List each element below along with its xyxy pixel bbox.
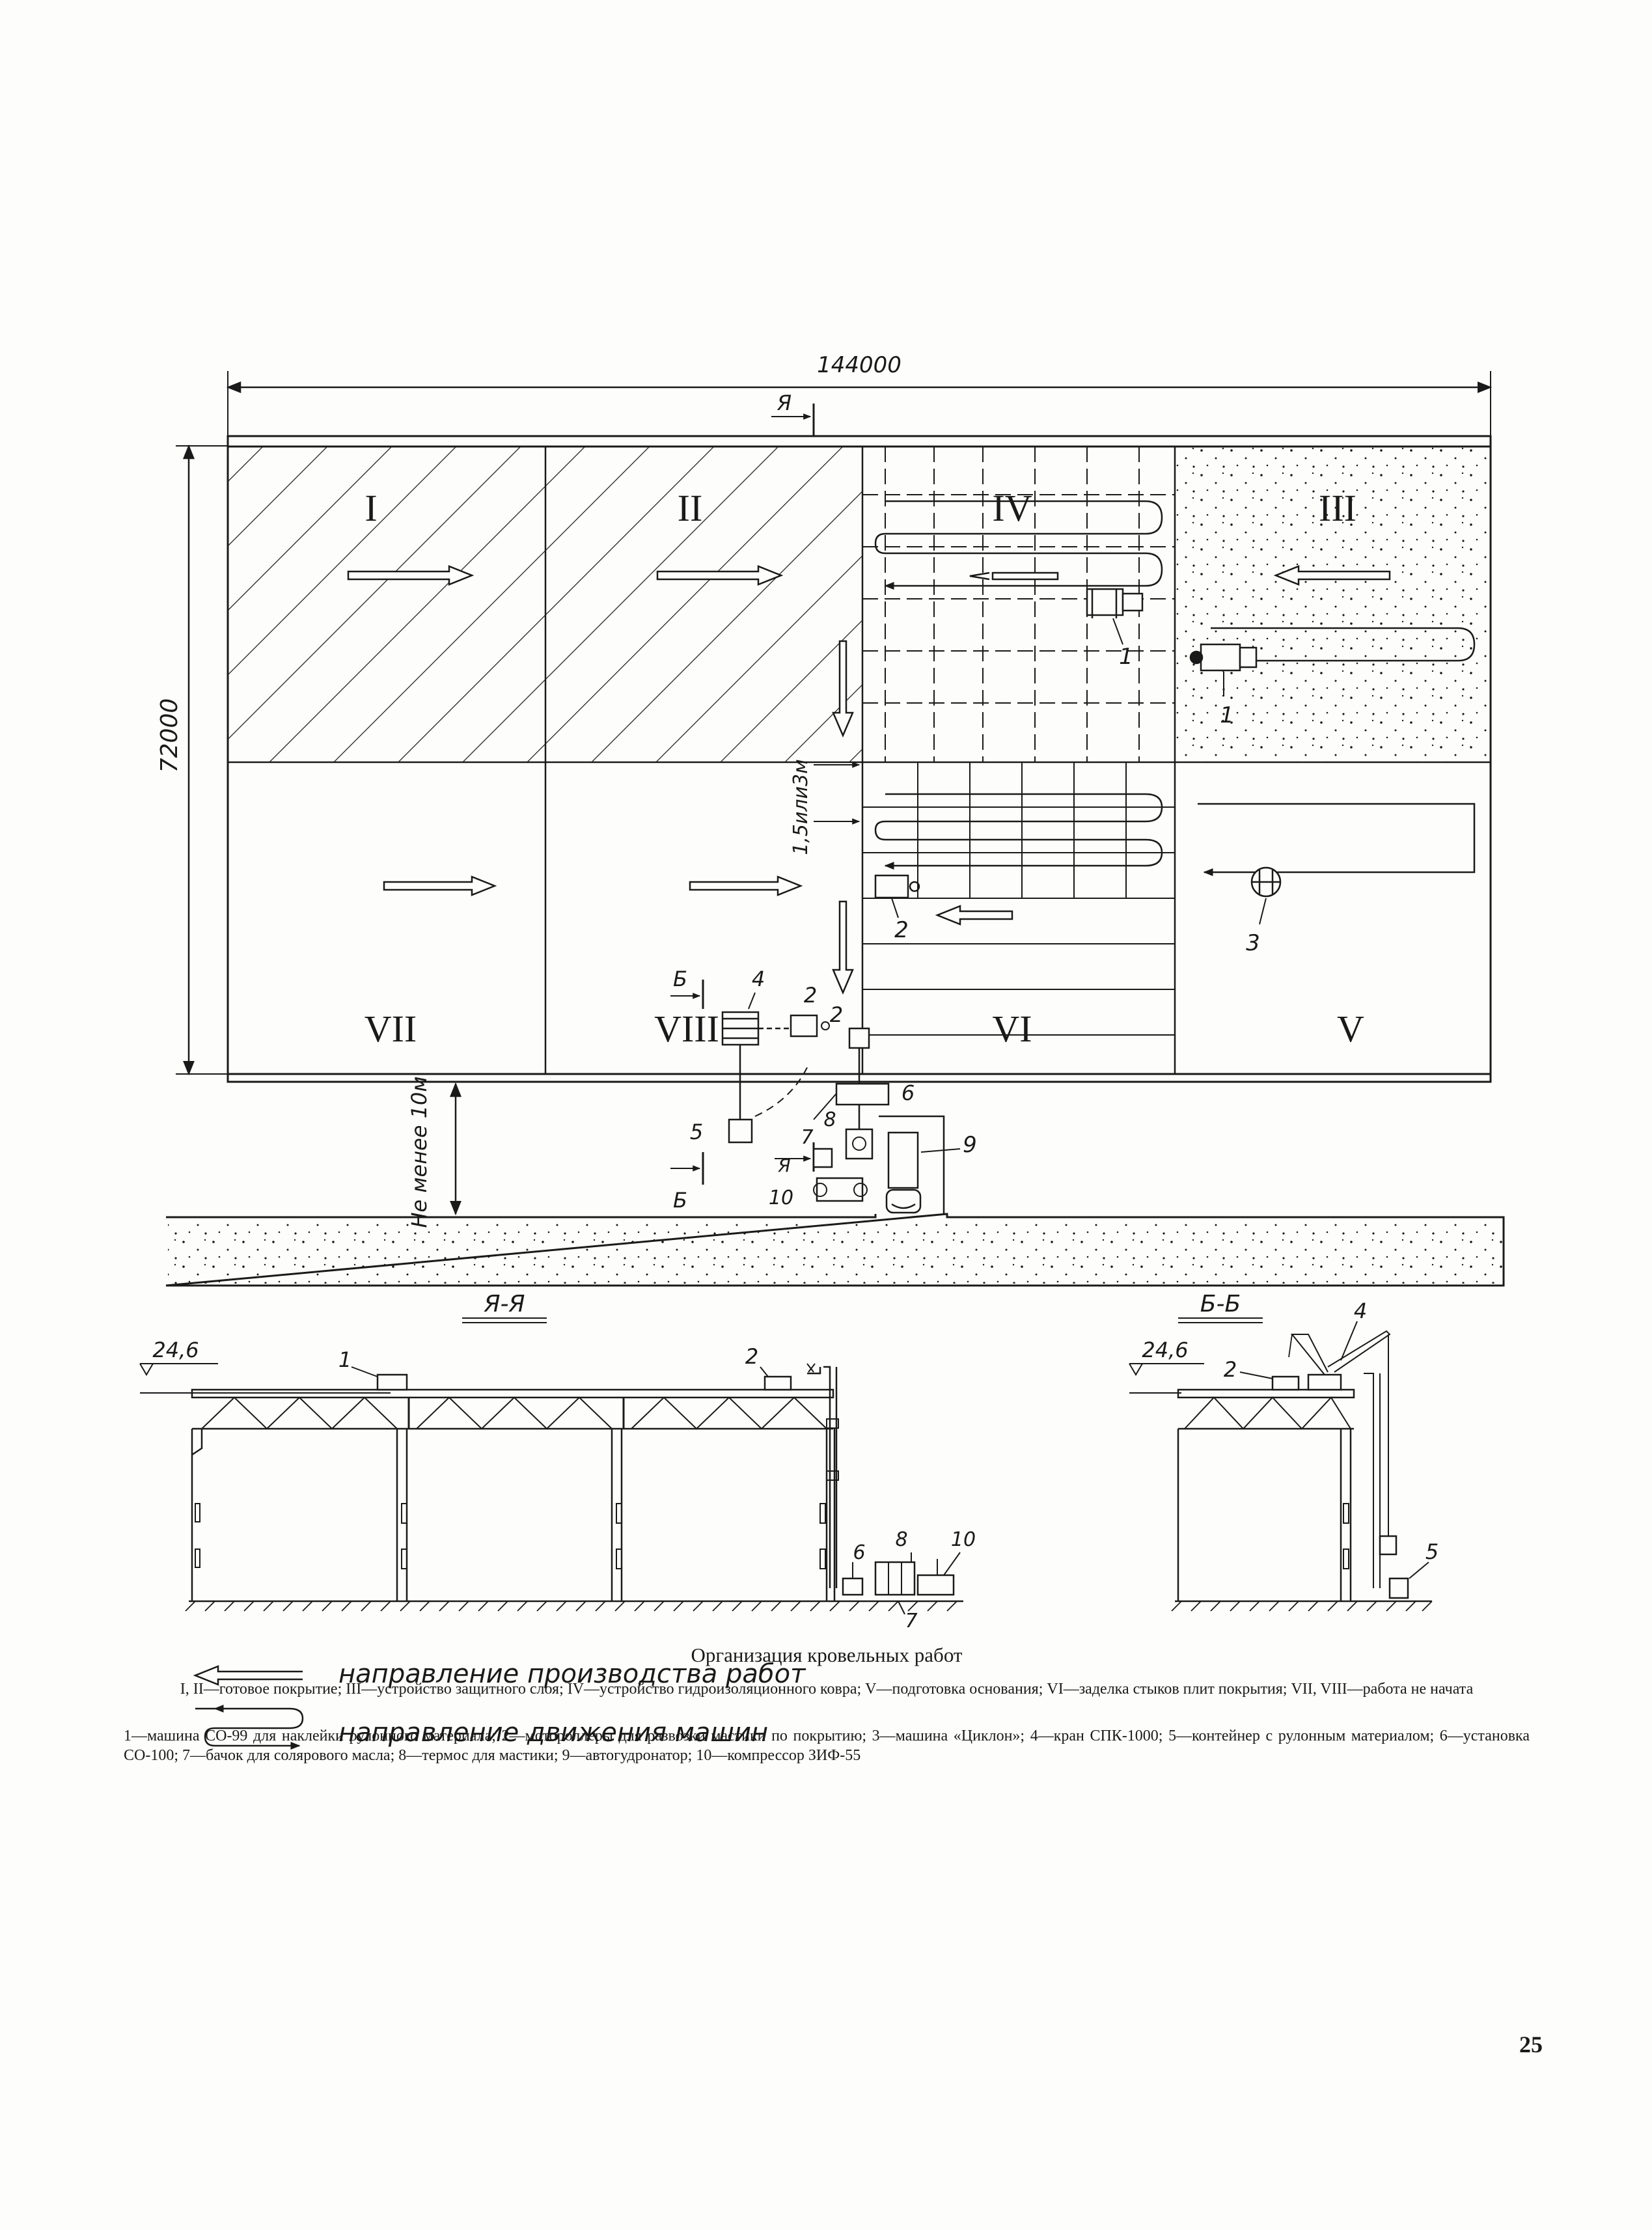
plan-label-1a: 1 bbox=[1119, 644, 1133, 670]
zone-label-I: I bbox=[365, 487, 377, 529]
legend-machine-direction-label: направление движения машин bbox=[338, 1718, 768, 1748]
asphalt-distributor bbox=[885, 1131, 922, 1214]
plan-label-1b: 1 bbox=[1220, 702, 1234, 728]
plan-label-2: 2 bbox=[894, 917, 909, 943]
scooter-vi bbox=[874, 874, 920, 899]
mastic-thermos bbox=[845, 1128, 874, 1160]
section-a-level: 24,6 bbox=[152, 1338, 199, 1362]
legend-work-direction-icon bbox=[193, 1665, 303, 1686]
gap-dimension: Не менее 10м bbox=[407, 1076, 461, 1228]
section-b-title: Б-Б bbox=[1200, 1291, 1241, 1317]
section-a-label-6: 6 bbox=[853, 1541, 865, 1564]
section-mark-b-top: Б bbox=[673, 967, 687, 991]
section-mark-a-label: Я bbox=[777, 391, 792, 415]
plan-label-9: 9 bbox=[963, 1132, 977, 1158]
plan-label-4: 4 bbox=[752, 967, 765, 991]
machine-so-99-iv bbox=[1086, 588, 1144, 618]
zone-label-IV: IV bbox=[992, 487, 1032, 529]
crane-spk-1000 bbox=[721, 1011, 791, 1120]
container-5 bbox=[728, 1118, 753, 1144]
plan-label-3: 3 bbox=[1246, 930, 1260, 956]
access-loop bbox=[879, 1115, 945, 1214]
scooter-roof-edge bbox=[790, 1014, 818, 1038]
plan-label-7: 7 bbox=[801, 1126, 813, 1149]
section-a-label-8: 8 bbox=[895, 1528, 907, 1551]
zone-label-VI: VI bbox=[992, 1008, 1032, 1050]
width-dimension-label: 72000 bbox=[156, 698, 183, 773]
section-b-b: Б-Б 24,6 2 4 5 bbox=[1129, 1291, 1439, 1612]
machine-routes bbox=[874, 500, 1476, 876]
step-dimension: 1,5или3м bbox=[790, 759, 860, 855]
section-mark-b: Б Б bbox=[670, 967, 704, 1213]
width-dimension: 72000 bbox=[156, 444, 228, 1076]
parapet-top bbox=[227, 435, 1492, 448]
zone-label-VII: VII bbox=[365, 1008, 417, 1050]
section-mark-a-top: Я bbox=[771, 391, 815, 436]
machine-so-99-iii bbox=[1189, 643, 1258, 672]
caption-machines: 1—машина СО-99 для наклейки рулонного ма… bbox=[124, 1728, 1530, 1764]
section-a-a: Я-Я 24,6 1 2 bbox=[139, 1291, 976, 1632]
plan-label-6: 6 bbox=[902, 1081, 915, 1105]
access-road bbox=[165, 1213, 1505, 1287]
legend-work-direction-label: направление производства работ bbox=[338, 1659, 806, 1689]
caption-title: Организация кровельных работ bbox=[691, 1644, 963, 1666]
length-dimension: 144000 bbox=[226, 352, 1493, 443]
plan-label-2c: 2 bbox=[830, 1002, 843, 1027]
zone-label-VIII: VIII bbox=[654, 1008, 719, 1050]
plan-label-2b: 2 bbox=[804, 983, 817, 1008]
zone-VI-grid bbox=[862, 762, 1175, 1036]
section-b-label-2: 2 bbox=[1224, 1357, 1237, 1382]
zone-dots-III bbox=[1175, 447, 1491, 762]
caption-zones: I, II—готовое покрытие; III—устройство з… bbox=[180, 1681, 1474, 1698]
section-mark-b-bottom: Б bbox=[673, 1188, 687, 1213]
gap-dimension-label: Не менее 10м bbox=[407, 1076, 432, 1228]
plan-label-5: 5 bbox=[690, 1120, 703, 1144]
section-a-label-2: 2 bbox=[745, 1344, 758, 1369]
section-a-label-1: 1 bbox=[338, 1347, 351, 1372]
zone-IV-grid bbox=[862, 447, 1175, 762]
step-dimension-label: 1,5или3м bbox=[790, 759, 812, 855]
section-b-level: 24,6 bbox=[1142, 1338, 1188, 1362]
machine-cyclone bbox=[1250, 866, 1282, 898]
length-dimension-label: 144000 bbox=[817, 352, 902, 378]
hoist-head bbox=[848, 1027, 870, 1049]
legend: направление производства работ направлен… bbox=[193, 1659, 806, 1750]
section-b-label-4: 4 bbox=[1354, 1299, 1367, 1323]
oil-tank bbox=[812, 1148, 833, 1168]
compressor bbox=[816, 1177, 864, 1202]
zone-label-III: III bbox=[1319, 487, 1356, 529]
section-a-label-10: 10 bbox=[951, 1528, 976, 1551]
plan-label-10: 10 bbox=[769, 1187, 793, 1209]
zone-label-V: V bbox=[1337, 1008, 1364, 1050]
section-a-title: Я-Я bbox=[483, 1291, 525, 1317]
installation-so-100 bbox=[835, 1082, 890, 1106]
plan-label-8: 8 bbox=[823, 1108, 836, 1131]
legend-machine-direction-icon bbox=[195, 1709, 304, 1750]
page-number: 25 bbox=[1519, 2031, 1543, 2058]
roof-plan: 144000 72000 bbox=[156, 352, 1505, 1287]
section-a-label-7: 7 bbox=[905, 1610, 917, 1632]
zone-label-II: II bbox=[678, 487, 703, 529]
section-b-label-5: 5 bbox=[1425, 1539, 1439, 1564]
work-direction-arrows bbox=[347, 565, 1391, 995]
section-mark-a-bottom-label: Я bbox=[777, 1155, 790, 1176]
